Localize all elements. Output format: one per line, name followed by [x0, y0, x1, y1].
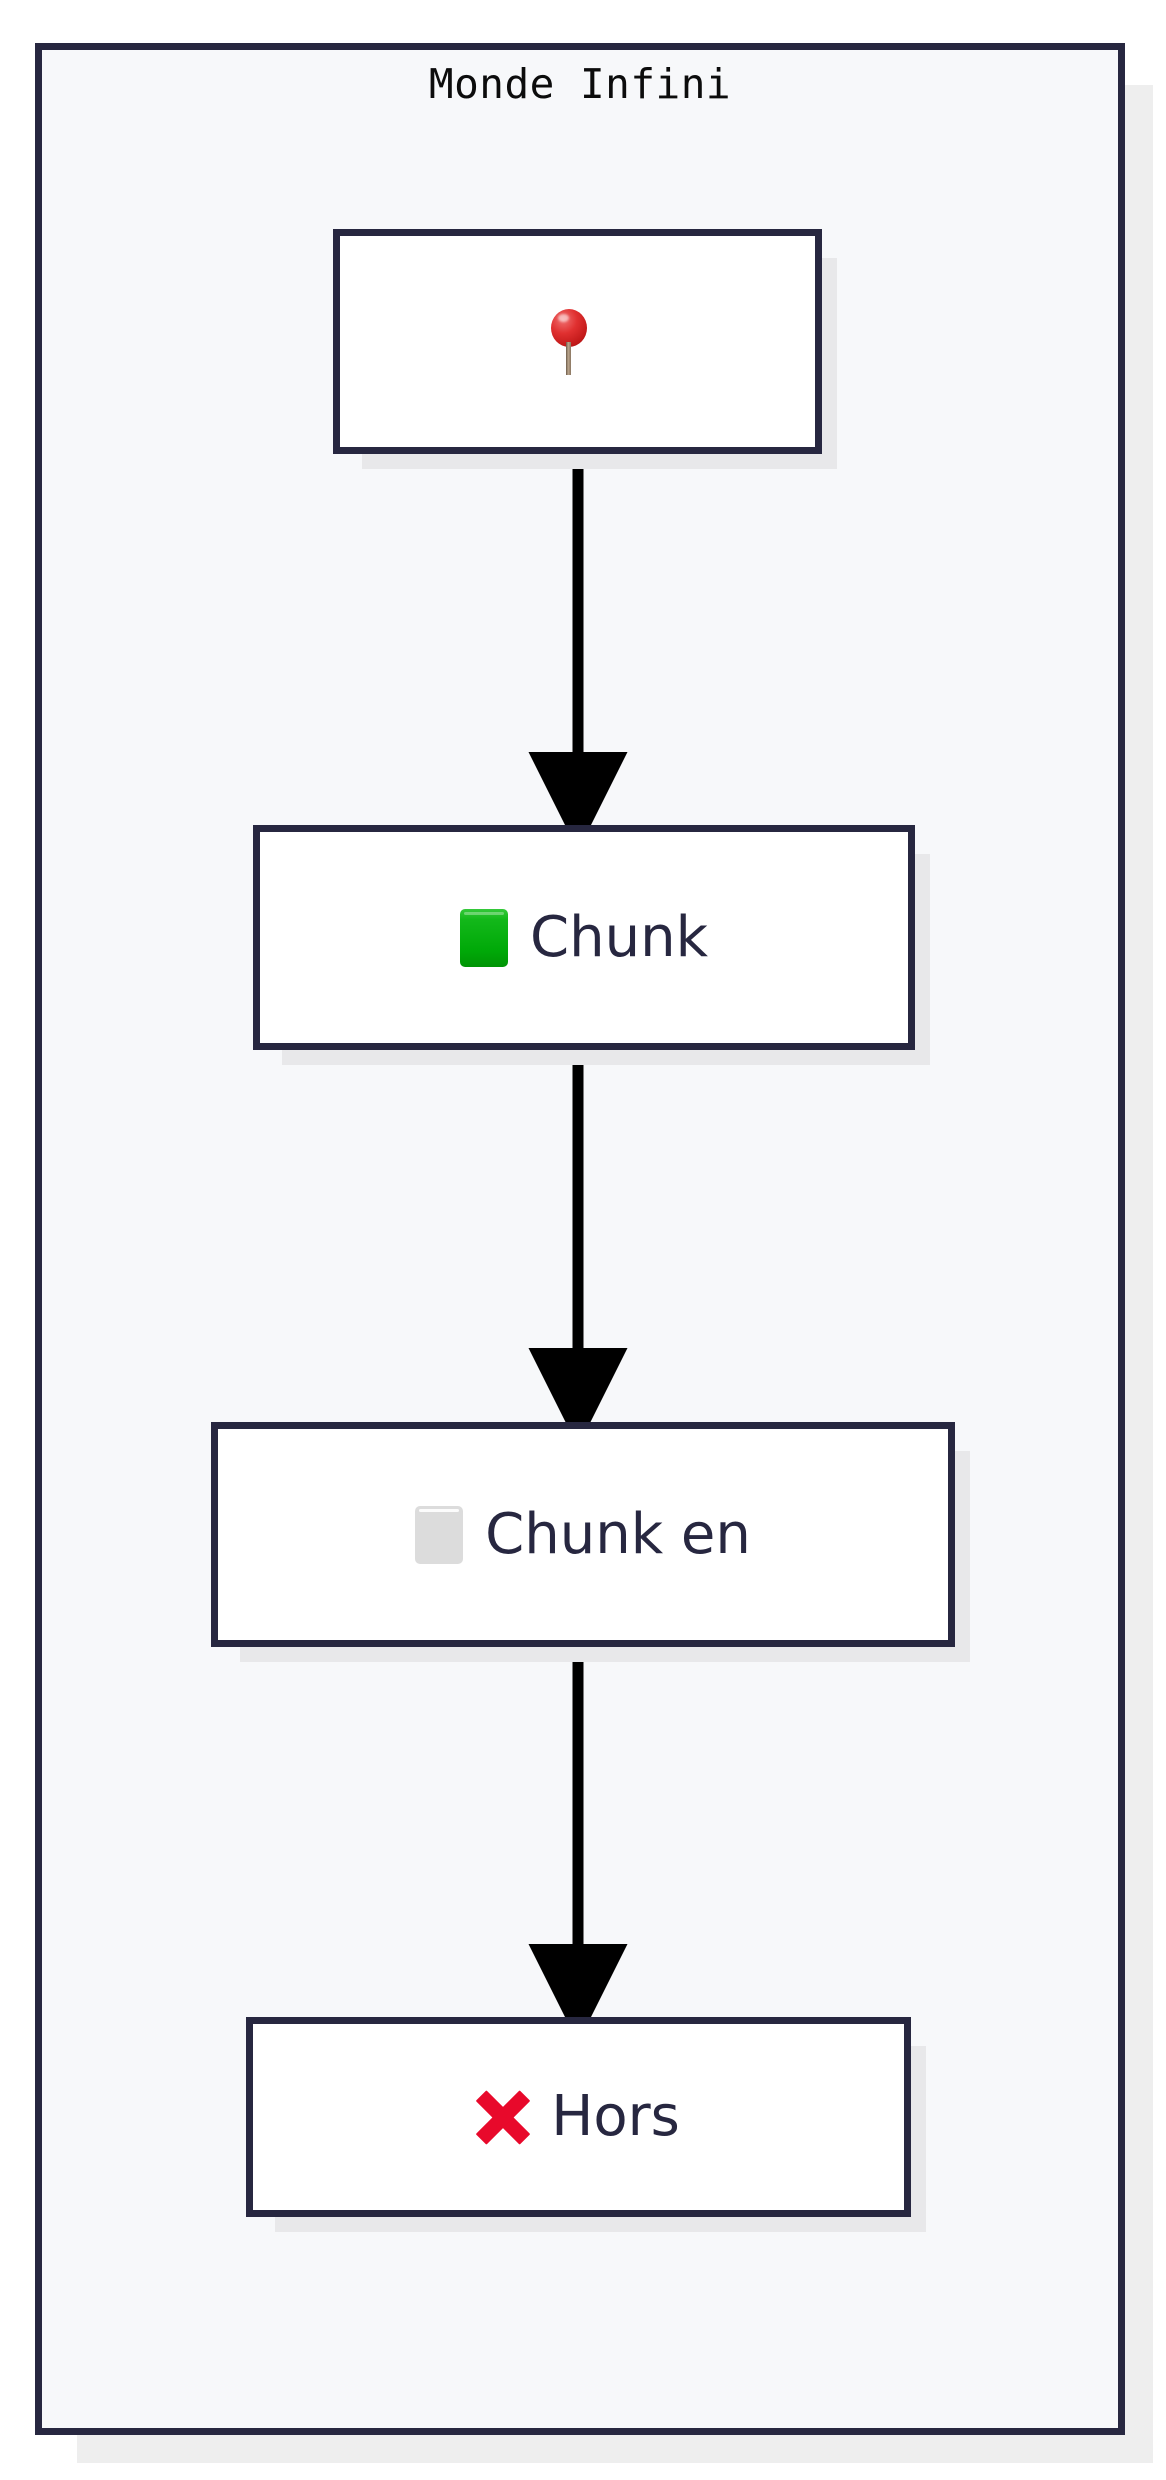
- green-square-icon: [459, 908, 508, 967]
- node-content: Chunk en: [415, 1501, 751, 1567]
- cross-mark-icon: [475, 2090, 531, 2145]
- node-position[interactable]: [333, 229, 822, 454]
- round-pushpin-icon: [545, 308, 589, 375]
- cluster-title: Monde Infini: [428, 60, 732, 108]
- node-chunk[interactable]: Chunk: [253, 825, 915, 1050]
- node-content: Chunk: [459, 904, 708, 970]
- node-hors[interactable]: Hors: [246, 2017, 911, 2217]
- node-chunk-en[interactable]: Chunk en: [211, 1422, 955, 1647]
- white-square-icon: [415, 1505, 464, 1564]
- node-content: [545, 308, 611, 375]
- pushpin-needle: [565, 341, 571, 375]
- node-label: Chunk: [529, 904, 708, 970]
- pushpin-head: [550, 308, 587, 347]
- node-label: Chunk en: [485, 1501, 751, 1567]
- node-content: Hors: [475, 2084, 680, 2149]
- node-label: Hors: [551, 2084, 680, 2149]
